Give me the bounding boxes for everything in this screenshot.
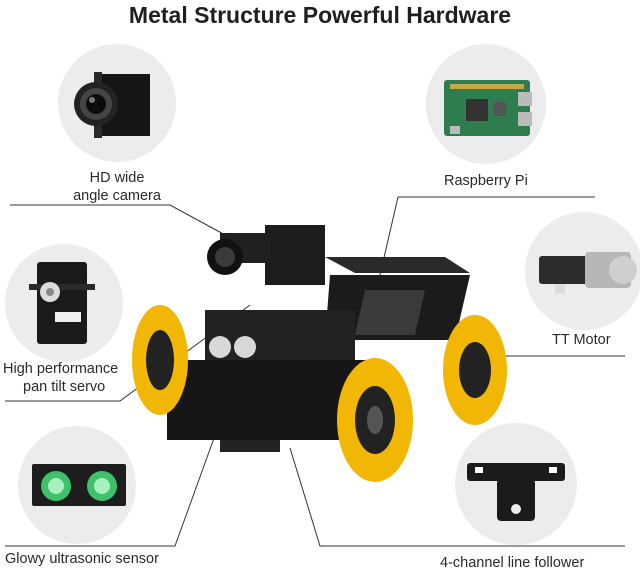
front-left-wheel: [132, 305, 188, 415]
ultrasonic-image: [32, 464, 126, 506]
ultrasonic-circle: [18, 426, 136, 544]
tt-motor-label: TT Motor: [552, 332, 611, 348]
servo-label-line1: High performance: [3, 361, 119, 377]
robot-car-image: [132, 225, 507, 482]
servo-circle: [5, 244, 123, 362]
raspberry-pi-circle: [426, 44, 546, 164]
camera-label-line1: HD wide: [89, 170, 145, 186]
page-title: Metal Structure Powerful Hardware: [128, 2, 512, 28]
rear-right-wheel: [443, 315, 507, 425]
line-follower-image: [467, 463, 565, 521]
servo-label: High performance pan tilt servo: [3, 360, 118, 396]
line-follower-leader-line: [289, 447, 625, 547]
line-follower-label: 4-channel line follower: [440, 555, 585, 571]
camera-image: [74, 72, 150, 138]
servo-label-line2: pan tilt servo: [23, 379, 106, 395]
raspberry-pi-label: Raspberry Pi: [444, 173, 528, 189]
ultrasonic-label: Glowy ultrasonic sensor: [5, 551, 159, 567]
camera-leader-line: [10, 204, 241, 244]
line-follower-circle: [455, 423, 577, 545]
tt-motor-image: [539, 252, 637, 294]
front-right-wheel: [337, 358, 413, 482]
ultrasonic-leader-line: [5, 415, 223, 547]
raspberry-pi-image: [444, 80, 532, 136]
tt-motor-circle: [525, 212, 640, 330]
camera-label-line2: angle camera: [73, 188, 161, 204]
camera-circle: [58, 44, 176, 162]
camera-label: HD wide angle camera: [62, 169, 172, 205]
raspberry-pi-leader-line: [379, 196, 595, 276]
servo-image: [29, 262, 95, 344]
